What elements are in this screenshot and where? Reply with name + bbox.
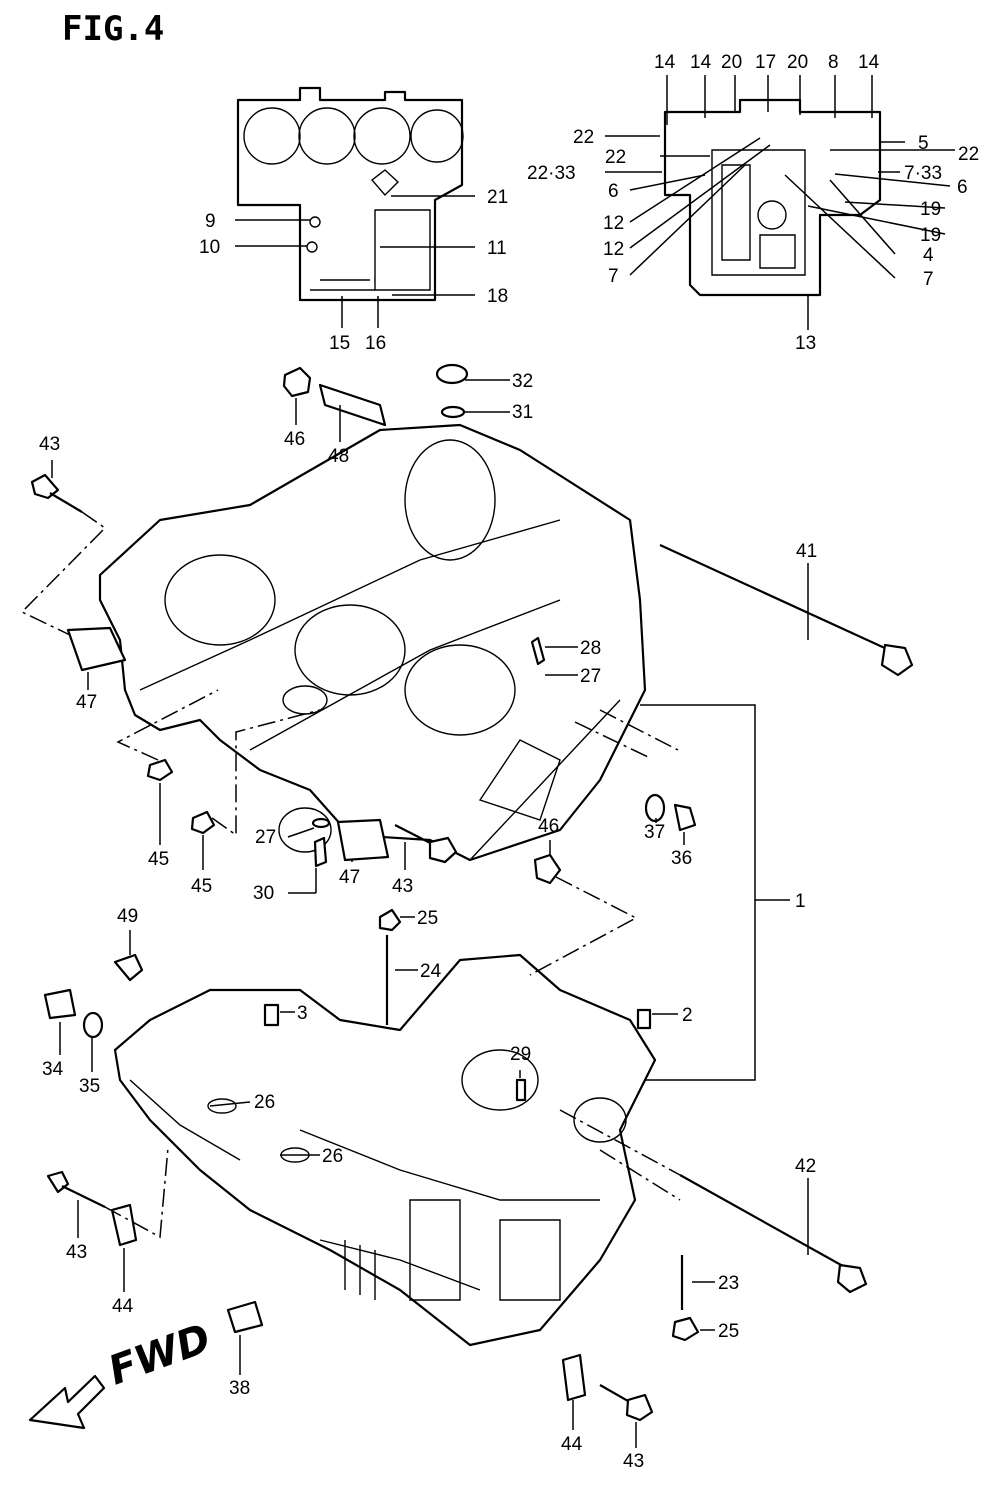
callout-30: 30	[253, 883, 274, 904]
callout-19: 19	[920, 199, 941, 220]
callout-15: 15	[329, 333, 350, 354]
upper-crankcase-fasteners	[30, 363, 914, 885]
upper-crankcase	[98, 423, 647, 862]
callout-46: 46	[284, 429, 305, 450]
callout-26: 26	[254, 1092, 275, 1113]
callout-5: 5	[918, 133, 929, 154]
callout-25: 25	[718, 1321, 739, 1342]
callout-29: 29	[510, 1044, 531, 1065]
callout-1: 1	[795, 891, 806, 912]
callout-22: 22	[958, 144, 979, 165]
callout-49: 49	[117, 906, 138, 927]
callout-43: 43	[66, 1242, 87, 1263]
lower-crankcase	[113, 953, 657, 1347]
callout-43: 43	[392, 876, 413, 897]
callout-12: 12	[603, 213, 624, 234]
inset-upper-case-view	[236, 86, 464, 302]
callout-25: 25	[417, 908, 438, 929]
callout-31: 31	[512, 402, 533, 423]
callout-10: 10	[199, 237, 220, 258]
callout-14: 14	[654, 52, 676, 73]
callout-3: 3	[297, 1003, 308, 1024]
callout-13: 13	[795, 333, 816, 354]
callout-26: 26	[322, 1146, 343, 1167]
callout-17: 17	[755, 52, 776, 73]
figure-title: FIG.4	[62, 9, 164, 49]
callout-27: 27	[255, 827, 276, 848]
callout-47: 47	[76, 692, 97, 713]
assembly-dash-lines	[20, 511, 681, 1239]
callout-47: 47	[339, 867, 360, 888]
callout-46: 46	[538, 816, 559, 837]
callout-7: 7	[608, 266, 619, 287]
callout-6: 6	[608, 181, 619, 202]
forward-arrow-icon	[28, 1374, 106, 1430]
callout-22-33: 22·33	[527, 163, 576, 184]
callout-21: 21	[487, 187, 508, 208]
callout-2: 2	[682, 1005, 693, 1026]
inset-left-leaders	[235, 195, 475, 328]
callout-38: 38	[229, 1378, 250, 1399]
callout-20: 20	[787, 52, 808, 73]
inset-lower-case-view	[663, 98, 882, 297]
inset-right-leaders	[605, 75, 955, 330]
callout-48: 48	[328, 446, 349, 467]
callout-45: 45	[191, 876, 212, 897]
callout-44: 44	[561, 1434, 583, 1455]
callout-9: 9	[205, 211, 216, 232]
lower-crankcase-fasteners	[43, 908, 868, 1422]
callout-22: 22	[573, 127, 594, 148]
callout-22: 22	[605, 147, 626, 168]
callout-18: 18	[487, 286, 508, 307]
callout-8: 8	[828, 52, 839, 73]
callout-43: 43	[623, 1451, 644, 1472]
callout-12: 12	[603, 239, 624, 260]
callout-14: 14	[858, 52, 880, 73]
callout-41: 41	[796, 541, 817, 562]
callout-7: 7	[923, 269, 934, 290]
callout-43: 43	[39, 434, 60, 455]
callout-14: 14	[690, 52, 712, 73]
callout-42: 42	[795, 1156, 816, 1177]
callout-32: 32	[512, 371, 533, 392]
fwd-label: FWD	[103, 1315, 217, 1394]
callout-44: 44	[112, 1296, 134, 1317]
callout-27: 27	[580, 666, 601, 687]
callout-36: 36	[671, 848, 692, 869]
callout-labels: 14 14 20 17 20 8 14 22 5 22 22 22·33 7·3…	[39, 52, 979, 1472]
callout-24: 24	[420, 961, 442, 982]
callout-4: 4	[923, 245, 934, 266]
forward-direction-indicator: FWD	[28, 1315, 217, 1430]
callout-45: 45	[148, 849, 169, 870]
callout-19: 19	[920, 225, 941, 246]
callout-20: 20	[721, 52, 742, 73]
callout-23: 23	[718, 1273, 739, 1294]
callout-28: 28	[580, 638, 601, 659]
main-leaders	[51, 379, 809, 1448]
callout-35: 35	[79, 1076, 100, 1097]
callout-6: 6	[957, 177, 968, 198]
callout-37: 37	[644, 822, 665, 843]
callout-34: 34	[42, 1059, 64, 1080]
callout-7-33: 7·33	[904, 163, 942, 184]
callout-11: 11	[487, 238, 507, 259]
callout-16: 16	[365, 333, 386, 354]
